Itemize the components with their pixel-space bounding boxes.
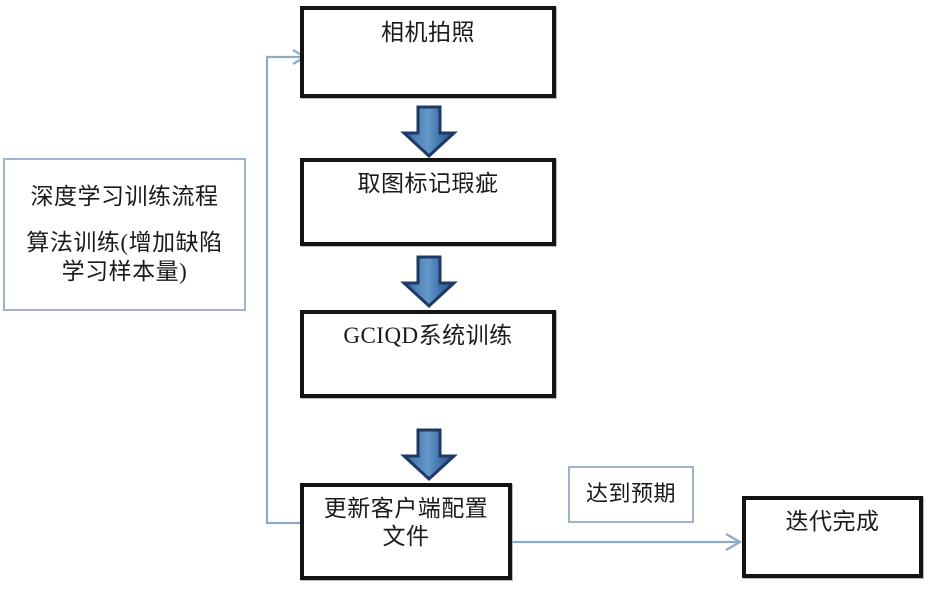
step-label-3: GCIQD系统训练 [343, 323, 513, 348]
step-label-1: 相机拍照 [381, 20, 475, 45]
step-box-update-client-config[interactable]: 更新客户端配置 文件 [300, 483, 512, 580]
step-label-2: 取图标记瑕疵 [357, 171, 499, 196]
annotation-line-1: 深度学习训练流程 [30, 183, 219, 209]
block-arrow-shape [400, 428, 458, 482]
terminal-box-iteration-complete[interactable]: 迭代完成 [742, 496, 923, 578]
condition-box-expected: 达到预期 [568, 466, 694, 523]
terminal-arrow-head [725, 533, 743, 551]
arrow-step4-terminal [512, 533, 743, 551]
block-arrow-step1-step2 [400, 105, 458, 159]
step-box-mark-defects[interactable]: 取图标记瑕疵 [300, 158, 556, 246]
block-arrow-shape [400, 105, 458, 159]
feedback-loop-path [265, 55, 308, 525]
step-label-4: 更新客户端配置 文件 [323, 496, 489, 550]
block-arrow-shape [400, 255, 458, 309]
block-arrow-step3-step4 [400, 428, 458, 482]
block-arrow-step2-step3 [400, 255, 458, 309]
terminal-label: 迭代完成 [785, 509, 880, 534]
arrow-feedback-loop [265, 49, 308, 525]
step-box-gciqd-training[interactable]: GCIQD系统训练 [300, 310, 556, 398]
annotation-line-2: 算法训练(增加缺陷 学习样本量) [26, 229, 223, 285]
annotation-box: 深度学习训练流程 算法训练(增加缺陷 学习样本量) [3, 158, 246, 311]
step-box-camera-capture[interactable]: 相机拍照 [300, 6, 556, 98]
condition-label: 达到预期 [585, 481, 676, 507]
